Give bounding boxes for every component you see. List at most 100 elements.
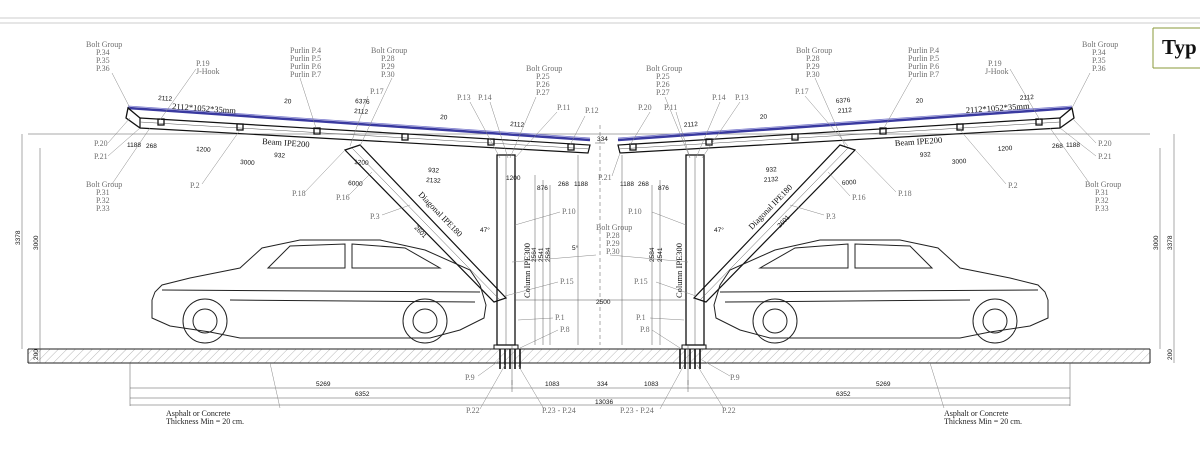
ref-p1-left: P.1 [555, 313, 565, 322]
svg-text:6376: 6376 [836, 97, 851, 105]
ref-p17-right: P.17 [795, 87, 809, 96]
ref-p14-right: P.14 [712, 93, 726, 102]
title-block: Typ [1152, 27, 1200, 69]
svg-text:268: 268 [146, 143, 157, 150]
dim-2500: 2500 [596, 299, 611, 306]
ref-p23-24-right: P.23 - P.24 [620, 406, 654, 415]
bolt-group-bottom-right: Bolt Group P.31 P.32 P.33 [1085, 180, 1123, 213]
bolt-group-mid-right: Bolt Group P.28 P.29 P.30 [796, 46, 834, 79]
dim-1083-left: 1083 [545, 381, 560, 388]
right-labels: Bolt Group P.34 P.35 P.36 P.19 J-Hook Pu… [598, 40, 1123, 426]
ref-p13-right: P.13 [735, 93, 749, 102]
jhook-label-right: P.19 J-Hook [985, 59, 1009, 76]
ref-p15-right: P.15 [634, 277, 648, 286]
dim-3000-left: 3000 [33, 235, 40, 250]
ref-p20-left: P.20 [94, 139, 108, 148]
svg-text:2132: 2132 [764, 176, 779, 184]
column-label-right: Column IPE300 [674, 243, 684, 298]
jhook-label-left: P.19 J-Hook [196, 59, 220, 76]
bolt-group-bottom-left: Bolt Group P.31 P.32 P.33 [86, 180, 124, 213]
svg-text:268: 268 [638, 181, 649, 188]
svg-text:2132: 2132 [426, 177, 441, 185]
ref-p23-24-left: P.23 - P.24 [542, 406, 576, 415]
center-labels: Bolt Group P.28 P.29 P.30 [511, 223, 689, 263]
ref-p2-right: P.2 [1008, 181, 1018, 190]
ref-p18-right: P.18 [898, 189, 912, 198]
bolt-group-top-left: Bolt Group P.34 P.35 P.36 [86, 40, 124, 73]
vertical-dims: 3378 3000 200 3000 3378 200 [15, 134, 1175, 363]
svg-text:932: 932 [428, 167, 440, 175]
ref-p15-left: P.15 [560, 277, 574, 286]
svg-text:3000: 3000 [952, 158, 967, 166]
svg-text:1188: 1188 [620, 181, 634, 188]
ref-p2-left: P.2 [190, 181, 200, 190]
bolt-group-mid-left: Bolt Group P.28 P.29 P.30 [371, 46, 409, 79]
ref-p16-left: P.16 [336, 193, 350, 202]
svg-text:6000: 6000 [348, 180, 363, 188]
svg-text:2112: 2112 [1020, 94, 1035, 102]
ref-p21-right: P.21 [1098, 152, 1112, 161]
ref-p20-right-top: P.20 [638, 103, 652, 112]
svg-text:2541: 2541 [538, 247, 545, 262]
panel-label-right: 2112*1052*35mm [965, 101, 1030, 115]
svg-text:47°: 47° [714, 226, 724, 234]
svg-text:932: 932 [766, 166, 778, 174]
drawing-title: Typ [1162, 35, 1197, 59]
ref-p8-left: P.8 [560, 325, 570, 334]
left-structure [125, 105, 591, 385]
svg-text:2564: 2564 [531, 247, 538, 262]
dim-334-center: 334 [597, 381, 608, 388]
bolt-group-left-right: Bolt Group P.25 P.26 P.27 [646, 64, 684, 97]
ref-p18-left: P.18 [292, 189, 306, 198]
svg-text:6000: 6000 [842, 179, 857, 187]
ref-p1-right: P.1 [636, 313, 646, 322]
sheet-border [0, 17, 1200, 24]
dim-3378: 3378 [15, 230, 22, 245]
svg-text:1200: 1200 [506, 175, 521, 182]
svg-text:876: 876 [658, 185, 669, 192]
ref-p16-right: P.16 [852, 193, 866, 202]
ref-p3-left: P.3 [370, 212, 380, 221]
dim-200-left: 200 [33, 349, 40, 360]
svg-text:2112: 2112 [684, 121, 699, 129]
dim-6352-left: 6352 [355, 391, 370, 398]
ref-p17-left: P.17 [370, 87, 384, 96]
purlins-label-left: Purlin P.4 Purlin P.5 Purlin P.6 Purlin … [290, 46, 323, 79]
dim-13036-total: 13036 [595, 399, 613, 406]
svg-text:47°: 47° [480, 226, 490, 234]
svg-text:3000: 3000 [240, 159, 255, 167]
svg-text:20: 20 [760, 113, 768, 121]
ref-p11-right: P.11 [664, 103, 677, 112]
svg-text:2584: 2584 [545, 247, 552, 262]
dim-5269-left: 5269 [316, 381, 331, 388]
svg-text:2541: 2541 [657, 247, 664, 262]
svg-text:1200: 1200 [196, 146, 211, 154]
beam-label-left: Beam IPE200 [262, 136, 310, 149]
ref-p20-right: P.20 [1098, 139, 1112, 148]
dim-6352-right: 6352 [836, 391, 851, 398]
ref-p12-left: P.12 [585, 106, 599, 115]
svg-text:876: 876 [537, 185, 548, 192]
diagonal-label-right: Diagonal IPE180 [746, 182, 794, 231]
svg-text:2601: 2601 [413, 225, 428, 241]
svg-text:6376: 6376 [355, 98, 370, 106]
car-right [713, 239, 1049, 344]
panel-label-left: 2112*1052*35mm [172, 101, 237, 115]
purlins-label-right: Purlin P.4 Purlin P.5 Purlin P.6 Purlin … [908, 46, 941, 79]
svg-text:2112: 2112 [838, 107, 853, 115]
ground-note-left: Asphalt or Concrete Thickness Min = 20 c… [166, 409, 244, 426]
ref-p9-right: P.9 [730, 373, 740, 382]
svg-text:20: 20 [284, 98, 292, 106]
dim-1083-right: 1083 [644, 381, 659, 388]
svg-text:1188: 1188 [1066, 142, 1080, 149]
svg-text:1200: 1200 [354, 159, 369, 167]
ref-p21-left: P.21 [94, 152, 108, 161]
ref-p22-left: P.22 [466, 406, 480, 415]
svg-text:20: 20 [440, 114, 448, 122]
svg-text:2584: 2584 [649, 247, 656, 262]
ref-p21-right-center: P.21 [598, 173, 612, 182]
dim-5269-right: 5269 [876, 381, 891, 388]
left-labels: Bolt Group P.34 P.35 P.36 P.19 J-Hook Pu… [86, 40, 608, 426]
ref-p11-left: P.11 [557, 103, 570, 112]
